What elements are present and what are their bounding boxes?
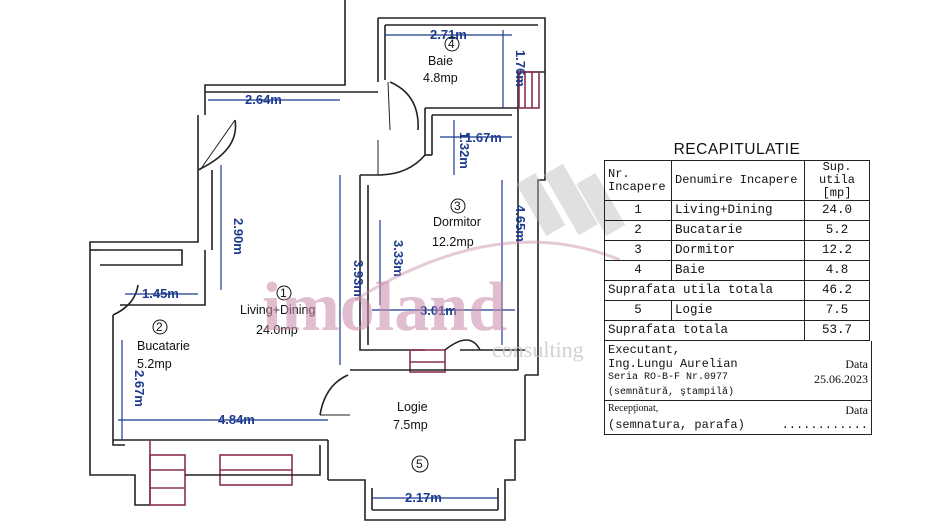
watermark-sub: consulting	[492, 337, 584, 362]
row-nr: 3	[604, 240, 672, 261]
room-number-5: 5	[416, 457, 423, 471]
table-row: 4 Baie 4.8	[604, 260, 870, 281]
room-area-living: 24.0mp	[256, 323, 298, 337]
room-number-4: 4	[448, 37, 455, 51]
date-label: Data	[845, 357, 868, 371]
table-header-row: Nr. Incapere Denumire Incapere Sup. util…	[604, 160, 870, 201]
row-val: 24.0	[804, 200, 870, 221]
logie-value: 7.5	[804, 300, 870, 321]
room-number-3: 3	[454, 199, 461, 213]
dim-dorm-left: 3.33m	[391, 240, 406, 277]
table-row: 3 Dormitor 12.2	[604, 240, 870, 261]
dim-living-top: 2.64m	[245, 92, 282, 107]
room-name-logie: Logie	[397, 400, 428, 414]
logie-name: Logie	[671, 300, 805, 321]
executant-name: Ing.Lungu Aurelian	[608, 357, 738, 371]
dim-kitchen-left: 2.67m	[132, 370, 147, 407]
totala-label: Suprafata totala	[604, 320, 805, 341]
date2-dots: ............	[781, 418, 868, 432]
header-nr: Nr. Incapere	[604, 160, 672, 201]
header-denumire: Denumire Incapere	[671, 160, 805, 201]
row-nr: 4	[604, 260, 672, 281]
dim-bottom-width: 4.84m	[218, 412, 255, 427]
room-name-baie: Baie	[428, 54, 453, 68]
room-area-bucatarie: 5.2mp	[137, 357, 172, 371]
table-row-total: Suprafata totala 53.7	[604, 320, 870, 341]
receptionat-block: Recepţionat, Data (semnatura, parafa) ..…	[604, 401, 872, 435]
room-area-baie: 4.8mp	[423, 71, 458, 85]
wall-baie-top	[378, 17, 546, 112]
dim-living-left: 2.90m	[231, 218, 246, 255]
date-value: 25.06.2023	[814, 372, 868, 386]
wall-top-left	[197, 0, 346, 170]
room-area-dormitor: 12.2mp	[432, 235, 474, 249]
row-name: Bucatarie	[671, 220, 805, 241]
row-name: Living+Dining	[671, 200, 805, 221]
room-area-logie: 7.5mp	[393, 418, 428, 432]
receptionat-label: Recepţionat,	[608, 403, 659, 414]
dim-dorm-small: 1.32m	[457, 132, 472, 169]
receptionat-note: (semnatura, parafa)	[608, 418, 745, 432]
room-number-1: 1	[280, 286, 287, 300]
dim-dorm-height: 4.65m	[513, 205, 528, 242]
room-name-dormitor: Dormitor	[433, 215, 481, 229]
table-row-utila-total: Suprafata utila totala 46.2	[604, 280, 870, 301]
recap-table: Nr. Incapere Denumire Incapere Sup. util…	[604, 160, 870, 341]
dim-logie-bottom: 2.17m	[405, 490, 442, 505]
recap-title: RECAPITULATIE	[673, 141, 801, 158]
table-row-logie: 5 Logie 7.5	[604, 300, 870, 321]
recap-panel: RECAPITULATIE Nr. Incapere Denumire Inca…	[598, 139, 872, 435]
row-name: Baie	[671, 260, 805, 281]
row-name: Dormitor	[671, 240, 805, 261]
header-sup: Sup. utila [mp]	[804, 160, 870, 201]
row-val: 12.2	[804, 240, 870, 261]
executant-block: Executant, Ing.Lungu Aurelian Data Seria…	[604, 341, 872, 401]
dim-baie-width: 2.71m	[430, 27, 467, 42]
row-val: 5.2	[804, 220, 870, 241]
totala-value: 53.7	[804, 320, 870, 341]
executant-label: Executant,	[608, 343, 681, 357]
executant-note: (semnătură, ştampilă)	[608, 387, 735, 398]
room-name-living: Living+Dining	[240, 303, 315, 317]
table-row: 2 Bucatarie 5.2	[604, 220, 870, 241]
utila-value: 46.2	[804, 280, 870, 301]
dim-kitchen-top: 1.45m	[142, 286, 179, 301]
room-number-2: 2	[156, 320, 163, 334]
logie-nr: 5	[604, 300, 672, 321]
utila-label: Suprafata utila totala	[604, 280, 805, 301]
date2-label: Data	[845, 403, 868, 417]
dim-baie-height: 1.76m	[513, 50, 528, 87]
dim-living-center: 3.93m	[351, 260, 366, 297]
row-nr: 1	[604, 200, 672, 221]
row-nr: 2	[604, 220, 672, 241]
watermark-brand: imoland	[262, 269, 507, 346]
row-val: 4.8	[804, 260, 870, 281]
dim-dorm-top: 1.67m	[465, 130, 502, 145]
executant-serie: Seria RO-B-F Nr.0977	[608, 372, 729, 383]
table-row: 1 Living+Dining 24.0	[604, 200, 870, 221]
room-name-bucatarie: Bucatarie	[137, 339, 190, 353]
dim-dorm-bottom: 3.01m	[420, 303, 457, 318]
